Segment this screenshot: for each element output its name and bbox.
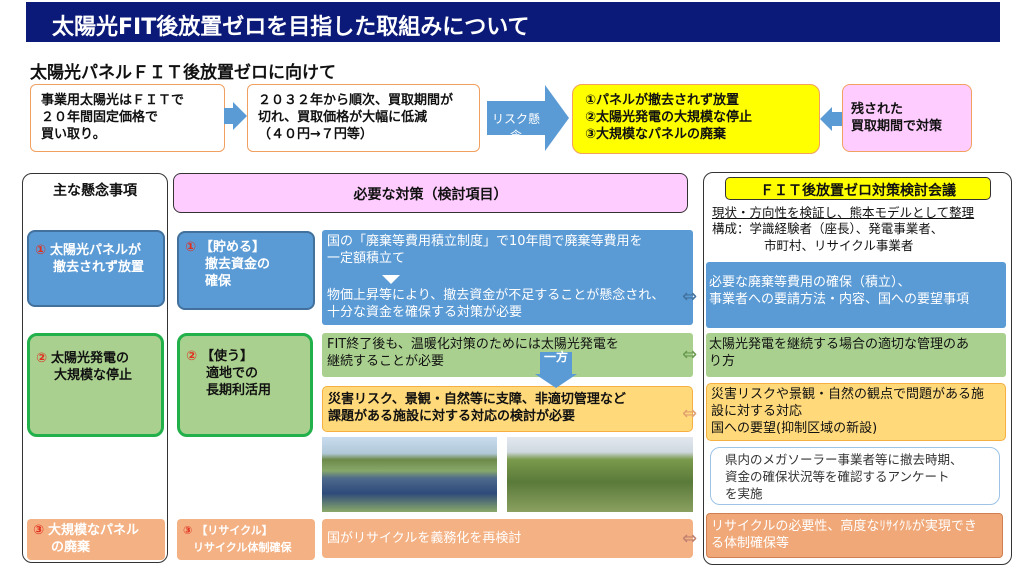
measure-item-2: ②【使う】 適地での 長期利活用	[177, 333, 313, 437]
text-line: 残された	[851, 102, 904, 117]
council-purpose: 現状・方向性を検証し、熊本モデルとして整理	[712, 205, 975, 220]
number-badge: ③	[33, 523, 45, 538]
council-management-box: 太陽光発電を継続する場合の適切な管理のあ り方	[706, 333, 1006, 377]
text-line: （４０円→７円等）	[258, 127, 373, 142]
text-line: 買い取り。	[41, 127, 106, 142]
concerns-column	[22, 173, 168, 563]
text-line: 一定額積立て	[327, 251, 406, 266]
text-line: 国への要望(抑制区域の新設)	[711, 421, 878, 436]
savings-detail-box: 国の「廃棄等費用積立制度」で10年間で廃棄等費用を 一定額積立て 物価上昇等によ…	[322, 230, 693, 325]
price-drop-box: ２０３２年から順次、買取期間が 切れ、買取価格が大幅に低減 （４０円→７円等）	[247, 84, 480, 152]
double-arrow-icon: ⇔	[682, 286, 698, 307]
text-line: 適地での	[206, 366, 259, 381]
text-line: 太陽光発電の	[51, 351, 130, 366]
risk-item: ①パネルが撤去されず放置	[585, 93, 740, 108]
council-facilities-box: 災害リスクや景観・自然の観点で問題がある施 設に対する対応 国への要望(抑制区域…	[706, 383, 1006, 441]
text-line: 災害リスク、景観・自然等に支障、非適切管理など	[328, 392, 626, 407]
number-badge: ②	[36, 351, 48, 366]
text-line: 継続することが必要	[327, 354, 445, 369]
text-line: 確保	[205, 274, 232, 289]
arrow-down-icon	[382, 275, 400, 284]
double-arrow-icon: ⇔	[682, 528, 698, 549]
council-members: 構成：学識経験者（座長）、発電事業者、 市町村、リサイクル事業者	[712, 220, 943, 254]
risk-list-box: ①パネルが撤去されず放置 ②太陽光発電の大規模な停止 ③大規模なパネルの廃棄	[572, 84, 820, 154]
fit-intro-box: 事業用太陽光はＦＩＴで ２０年間固定価格で 買い取り。	[30, 84, 225, 152]
text-line: リサイクル体制確保	[193, 541, 292, 554]
on-the-other-hand-arrow: 一方	[540, 351, 572, 374]
recycle-detail-box: 国がリサイクルを義務化を再検討	[322, 519, 693, 558]
solar-farm-photo-2	[507, 437, 693, 512]
text-line: 太陽光発電を継続する場合の適切な管理のあ	[709, 337, 970, 352]
text-line: 課題がある施設に対する対応の検討が必要	[328, 409, 576, 424]
text-line: の廃棄	[51, 540, 91, 555]
text-line: 長期利活用	[206, 383, 272, 398]
text-line: 資金の確保状況等を確認するアンケート	[725, 469, 950, 484]
arrow-shaft	[831, 112, 842, 126]
text-line: 事業者への要請方法・内容、国への要望事項	[709, 292, 970, 307]
council-column	[703, 172, 1012, 565]
text-line: 事業用太陽光はＦＩＴで	[41, 93, 185, 108]
text-line: 大規模なパネル	[48, 523, 140, 538]
arrow-head	[545, 85, 569, 151]
text-line: る体制確保等	[711, 536, 790, 551]
text-line: 【使う】	[201, 349, 254, 364]
text-line: 【リサイクル】	[196, 524, 273, 537]
continue-detail-box: FIT終了後も、温暖化対策のためには太陽光発電を 継続することが必要	[322, 333, 693, 377]
text-line: 太陽光パネルが	[50, 243, 142, 258]
measures-header: 必要な対策（検討項目）	[173, 173, 688, 213]
number-badge: ①	[35, 243, 47, 258]
risk-item: ③大規模なパネルの廃棄	[585, 127, 727, 142]
number-badge: ①	[185, 240, 197, 255]
council-savings-box: 必要な廃棄等費用の確保（積立）、 事業者への要請方法・内容、国への要望事項	[706, 262, 1006, 328]
concerns-header: 主な懸念事項	[53, 183, 137, 199]
risk-item: ②太陽光発電の大規模な停止	[585, 110, 753, 125]
text-line: FIT終了後も、温暖化対策のためには太陽光発電を	[327, 337, 619, 352]
double-arrow-icon: ⇔	[682, 403, 698, 424]
risk-arrow: リスク懸念	[487, 101, 545, 143]
text-line: 国の「廃棄等費用積立制度」で10年間で廃棄等費用を	[327, 234, 643, 249]
text-line: 大規模な停止	[54, 368, 133, 383]
text-line: 災害リスクや景観・自然の観点で問題がある施	[711, 387, 985, 402]
text-line: 十分な資金を確保する対策が必要	[327, 305, 523, 320]
text-line: ２０３２年から順次、買取期間が	[258, 93, 454, 108]
survey-box: 県内のメガソーラー事業者等に撤去時期、 資金の確保状況等を確認するアンケート を…	[710, 447, 1000, 505]
arrow-head	[233, 102, 247, 130]
text-line: 買取期間で対策	[851, 119, 943, 134]
text-line: 県内のメガソーラー事業者等に撤去時期、	[725, 452, 963, 467]
text-line: ２０年間固定価格で	[41, 110, 159, 125]
section-subtitle: 太陽光パネルＦＩＴ後放置ゼロに向けて	[30, 63, 336, 83]
remaining-period-box: 残された 買取期間で対策	[842, 84, 972, 152]
text-line: 設に対する対応	[711, 404, 803, 419]
number-badge: ②	[186, 349, 198, 364]
measure-item-3: ③【リサイクル】 リサイクル体制確保	[177, 519, 315, 560]
text-line: を実施	[725, 486, 763, 501]
text-line: 撤去資金の	[205, 257, 271, 272]
text-line: 市町村、リサイクル事業者	[764, 238, 914, 253]
council-recycle-box: リサイクルの必要性、高度なﾘｻｲｸﾙが実現でき る体制確保等	[706, 513, 1003, 558]
double-arrow-icon: ⇔	[682, 344, 698, 365]
arrow-right-icon	[224, 108, 234, 124]
arrow-down-icon	[535, 374, 577, 388]
measure-item-1: ①【貯める】 撤去資金の 確保	[177, 231, 315, 310]
issue-facilities-box: 災害リスク、景観・自然等に支障、非適切管理など 課題がある施設に対する対応の検討…	[322, 386, 693, 432]
text-line: 必要な廃棄等費用の確保（積立）、	[709, 275, 911, 290]
text-line: り方	[709, 354, 736, 369]
text-line: 撤去されず放置	[53, 260, 145, 275]
arrow-left-icon	[820, 107, 832, 131]
number-badge: ③	[183, 524, 193, 537]
text-line: リサイクルの必要性、高度なﾘｻｲｸﾙが実現でき	[711, 519, 977, 534]
text-line: 物価上昇等により、撤去資金が不足することが懸念され、	[327, 288, 665, 303]
text-line: 構成：学識経験者（座長）、発電事業者、	[712, 221, 944, 236]
text-line: 切れ、買取価格が大幅に低減	[258, 110, 428, 125]
council-title: ＦＩＴ後放置ゼロ対策検討会議	[725, 177, 991, 200]
page-title: 太陽光FIT後放置ゼロを目指した取組みについて	[22, 2, 1000, 42]
text-line: 【貯める】	[200, 240, 266, 255]
solar-farm-photo-1	[322, 437, 497, 512]
